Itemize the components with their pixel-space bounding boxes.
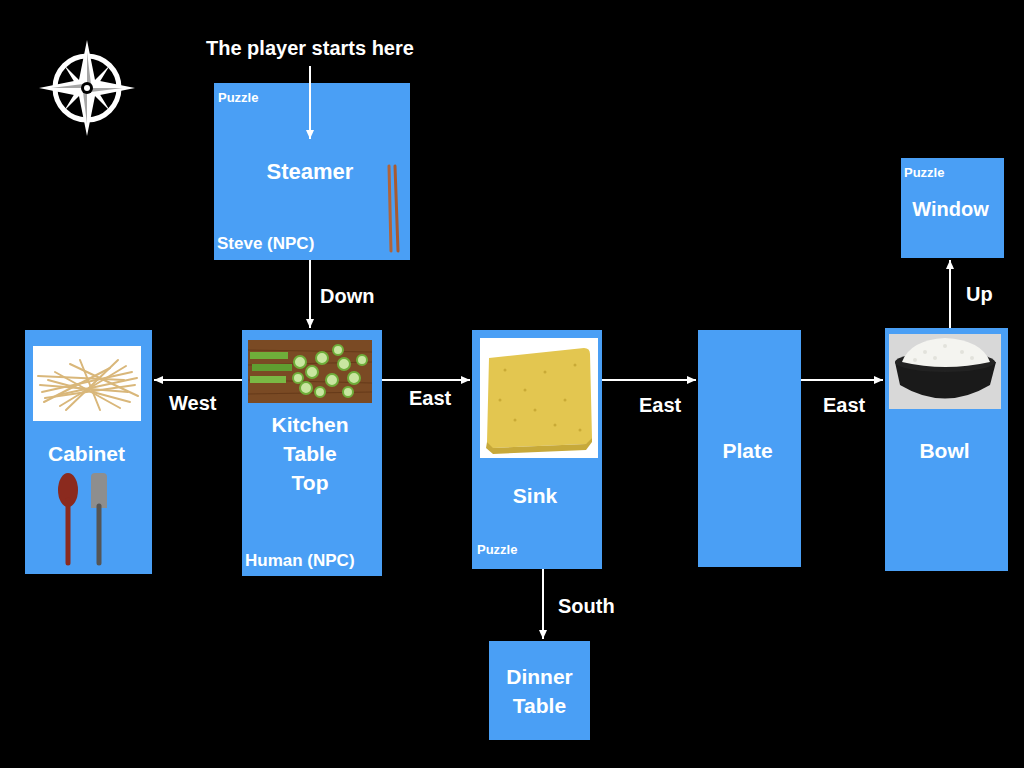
connector-arrow (382, 379, 470, 381)
direction-label: West (167, 390, 218, 416)
node-title: Puzzle (218, 89, 318, 107)
node-title: Dinner Table (491, 662, 588, 720)
node-title: Bowl (885, 436, 1004, 465)
room-box: Kitchen Table TopHuman (NPC) (242, 330, 382, 576)
node-title: Sink (472, 481, 598, 510)
room-box: Dinner Table (489, 641, 590, 740)
direction-label: East (637, 392, 683, 418)
node-text: Human (NPC) (245, 549, 378, 572)
room-box: Plate (698, 330, 801, 567)
connector-arrow (801, 379, 883, 381)
node-text: Steamer (214, 157, 406, 187)
direction-label: Down (318, 283, 376, 309)
start-label: The player starts here (204, 35, 416, 61)
sponge-photo (480, 338, 598, 458)
direction-label: East (407, 385, 453, 411)
room-box: PuzzleSteamerSteve (NPC) (214, 83, 410, 260)
direction-label: South (556, 593, 617, 619)
spoon-spatula-icon (58, 473, 107, 563)
compass-rose (39, 40, 135, 136)
connector-arrow (309, 260, 311, 328)
direction-label: East (821, 392, 867, 418)
toothpicks-photo (33, 346, 141, 421)
start-pointer (309, 66, 311, 139)
node-text: Steve (NPC) (217, 232, 377, 255)
node-title: Puzzle (904, 164, 994, 182)
direction-label: Up (964, 281, 995, 307)
connector-arrow (602, 379, 696, 381)
node-text: Window (901, 196, 1000, 223)
connector-arrow (949, 260, 951, 328)
rice-bowl-photo (889, 334, 1001, 409)
node-text: Puzzle (477, 541, 577, 559)
room-box: Bowl (885, 328, 1008, 571)
room-box: SinkPuzzle (472, 330, 602, 569)
connector-arrow (154, 379, 242, 381)
chopsticks-icon (389, 166, 398, 251)
node-title: Plate (698, 436, 797, 465)
node-title: Cabinet (25, 439, 148, 468)
room-box: Cabinet (25, 330, 152, 574)
room-box: PuzzleWindow (901, 158, 1004, 258)
connector-arrow (542, 569, 544, 639)
node-title: Kitchen Table Top (265, 410, 355, 497)
scallions-photo (248, 340, 372, 403)
